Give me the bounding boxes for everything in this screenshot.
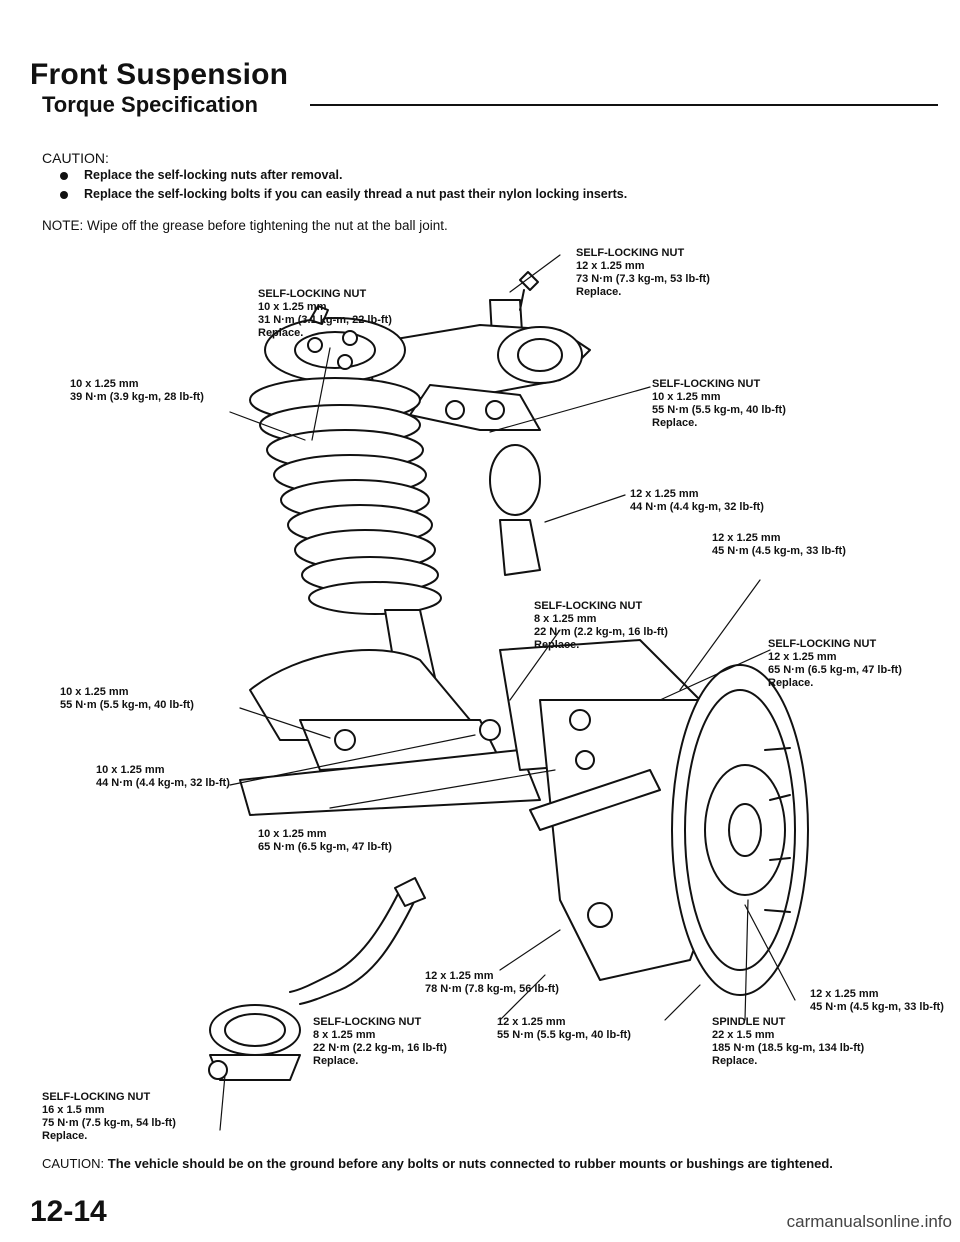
callout-size: 12 x 1.25 mm — [497, 1016, 566, 1028]
callout-lower-arm-bolt: 10 x 1.25 mm 55 N·m (5.5 kg-m, 40 lb-ft) — [60, 686, 194, 712]
callout-torque: 65 N·m (6.5 kg-m, 47 lb-ft) — [258, 841, 392, 853]
coil-spring-illustration — [249, 305, 541, 701]
callout-tie-rod-nut: 12 x 1.25 mm 55 N·m (5.5 kg-m, 40 lb-ft) — [497, 1016, 631, 1042]
callout-name: SELF-LOCKING NUT — [258, 288, 367, 300]
callout-torque: 39 N·m (3.9 kg-m, 28 lb-ft) — [70, 391, 204, 403]
callout-upper-arm-anchor-nut: SELF-LOCKING NUT 10 x 1.25 mm 55 N·m (5.… — [652, 378, 786, 430]
caution-block: CAUTION: Replace the self-locking nuts a… — [42, 150, 627, 204]
callout-torque: 44 N·m (4.4 kg-m, 32 lb-ft) — [630, 501, 764, 513]
callout-upper-ball-joint-nut: SELF-LOCKING NUT 12 x 1.25 mm 73 N·m (7.… — [576, 247, 710, 299]
callout-size: 12 x 1.25 mm — [630, 488, 699, 500]
callout-torque: 22 N·m (2.2 kg-m, 16 lb-ft) — [534, 626, 668, 638]
callout-note: Replace. — [768, 677, 814, 689]
callout-torque: 45 N·m (4.5 kg-m, 33 lb-ft) — [810, 1001, 944, 1013]
callout-note: Replace. — [652, 417, 698, 429]
footer-caution-text: The vehicle should be on the ground befo… — [107, 1156, 833, 1171]
callout-name: SELF-LOCKING NUT — [768, 638, 877, 650]
callout-lower-ball-joint-nut: SELF-LOCKING NUT 12 x 1.25 mm 65 N·m (6.… — [768, 638, 902, 690]
callout-torque: 75 N·m (7.5 kg-m, 54 lb-ft) — [42, 1117, 176, 1129]
callout-size: 22 x 1.5 mm — [712, 1029, 775, 1041]
footer-caution-label: CAUTION: — [42, 1156, 105, 1171]
caution-label: CAUTION: — [42, 150, 109, 166]
caution-item-text: Replace the self-locking bolts if you ca… — [84, 187, 628, 201]
callout-name: SELF-LOCKING NUT — [652, 378, 761, 390]
callout-size: 12 x 1.25 mm — [425, 970, 494, 982]
callout-note: Replace. — [534, 639, 580, 651]
callout-note: Replace. — [258, 327, 304, 339]
callout-size: 12 x 1.25 mm — [576, 260, 645, 272]
callout-torque: 45 N·m (4.5 kg-m, 33 lb-ft) — [712, 545, 846, 557]
brake-disc-illustration — [671, 664, 809, 996]
callout-note: Replace. — [313, 1055, 359, 1067]
callout-note: Replace. — [712, 1055, 758, 1067]
callout-radius-rod-bolt: 10 x 1.25 mm 65 N·m (6.5 kg-m, 47 lb-ft) — [258, 828, 392, 854]
callout-note: Replace. — [576, 286, 622, 298]
callout-name: SELF-LOCKING NUT — [576, 247, 685, 259]
callout-size: 12 x 1.25 mm — [810, 988, 879, 1000]
bullet-icon — [60, 171, 68, 180]
callout-size: 10 x 1.25 mm — [60, 686, 129, 698]
lower-arm-illustration — [239, 639, 731, 981]
callout-torque: 31 N·m (3.1 kg-m, 22 lb-ft) — [258, 314, 392, 326]
callout-torque: 55 N·m (5.5 kg-m, 40 lb-ft) — [60, 699, 194, 711]
callout-caliper-bolt-top: 12 x 1.25 mm 45 N·m (4.5 kg-m, 33 lb-ft) — [712, 532, 846, 558]
callout-caliper-bolt-bottom: 12 x 1.25 mm 45 N·m (4.5 kg-m, 33 lb-ft) — [810, 988, 944, 1014]
callout-torque: 44 N·m (4.4 kg-m, 32 lb-ft) — [96, 777, 230, 789]
callout-damper-nut: SELF-LOCKING NUT 8 x 1.25 mm 22 N·m (2.2… — [534, 600, 668, 652]
callout-radius-rod-knuckle-bolt: 12 x 1.25 mm 78 N·m (7.8 kg-m, 56 lb-ft) — [425, 970, 559, 996]
callout-torque: 73 N·m (7.3 kg-m, 53 lb-ft) — [576, 273, 710, 285]
callout-size: 16 x 1.5 mm — [42, 1104, 105, 1116]
section-title: Torque Specification — [42, 92, 258, 117]
section-rule — [310, 104, 938, 106]
callout-torque: 22 N·m (2.2 kg-m, 16 lb-ft) — [313, 1042, 447, 1054]
callout-note: Replace. — [42, 1130, 88, 1142]
callout-size: 12 x 1.25 mm — [768, 651, 837, 663]
callout-name: SELF-LOCKING NUT — [534, 600, 643, 612]
callout-upper-arm-nut: SELF-LOCKING NUT 10 x 1.25 mm 31 N·m (3.… — [258, 288, 392, 340]
callout-size: 10 x 1.25 mm — [258, 301, 327, 313]
caution-item-text: Replace the self-locking nuts after remo… — [84, 168, 343, 182]
callout-size: 8 x 1.25 mm — [313, 1029, 376, 1041]
callout-torque: 185 N·m (18.5 kg-m, 134 lb-ft) — [712, 1042, 865, 1054]
callout-name: SPINDLE NUT — [712, 1016, 786, 1028]
upper-arm-illustration — [359, 271, 591, 431]
page-number: 12-14 — [30, 1195, 107, 1228]
callout-stabilizer-bolt: 10 x 1.25 mm 44 N·m (4.4 kg-m, 32 lb-ft) — [96, 764, 230, 790]
page-title: Front Suspension — [30, 58, 289, 91]
callout-torque: 78 N·m (7.8 kg-m, 56 lb-ft) — [425, 983, 559, 995]
callout-spindle-nut: SPINDLE NUT 22 x 1.5 mm 185 N·m (18.5 kg… — [712, 1016, 864, 1068]
footer-caution: CAUTION: The vehicle should be on the gr… — [42, 1155, 902, 1172]
leader-lines — [219, 254, 796, 1131]
bullet-icon — [60, 190, 68, 199]
callout-name: SELF-LOCKING NUT — [313, 1016, 422, 1028]
callout-radius-rod-nut: SELF-LOCKING NUT 16 x 1.5 mm 75 N·m (7.5… — [42, 1091, 176, 1143]
callout-stabilizer-link-nut: SELF-LOCKING NUT 8 x 1.25 mm 22 N·m (2.2… — [313, 1016, 447, 1068]
callout-name: SELF-LOCKING NUT — [42, 1091, 151, 1103]
callout-torque: 55 N·m (5.5 kg-m, 40 lb-ft) — [652, 404, 786, 416]
caution-item: Replace the self-locking bolts if you ca… — [60, 185, 627, 204]
callout-torque: 55 N·m (5.5 kg-m, 40 lb-ft) — [497, 1029, 631, 1041]
note-text: NOTE: Wipe off the grease before tighten… — [42, 218, 448, 233]
callout-strut-mount-nut: 10 x 1.25 mm 39 N·m (3.9 kg-m, 28 lb-ft) — [70, 378, 204, 404]
callout-size: 10 x 1.25 mm — [652, 391, 721, 403]
callout-size: 10 x 1.25 mm — [258, 828, 327, 840]
caution-item: Replace the self-locking nuts after remo… — [60, 166, 627, 185]
callout-size: 10 x 1.25 mm — [70, 378, 139, 390]
callout-size: 8 x 1.25 mm — [534, 613, 597, 625]
callout-size: 12 x 1.25 mm — [712, 532, 781, 544]
radius-rod-illustration — [208, 877, 426, 1081]
callout-fork-bolt: 12 x 1.25 mm 44 N·m (4.4 kg-m, 32 lb-ft) — [630, 488, 764, 514]
watermark: carmanualsonline.info — [786, 1212, 952, 1231]
callout-torque: 65 N·m (6.5 kg-m, 47 lb-ft) — [768, 664, 902, 676]
callout-size: 10 x 1.25 mm — [96, 764, 165, 776]
